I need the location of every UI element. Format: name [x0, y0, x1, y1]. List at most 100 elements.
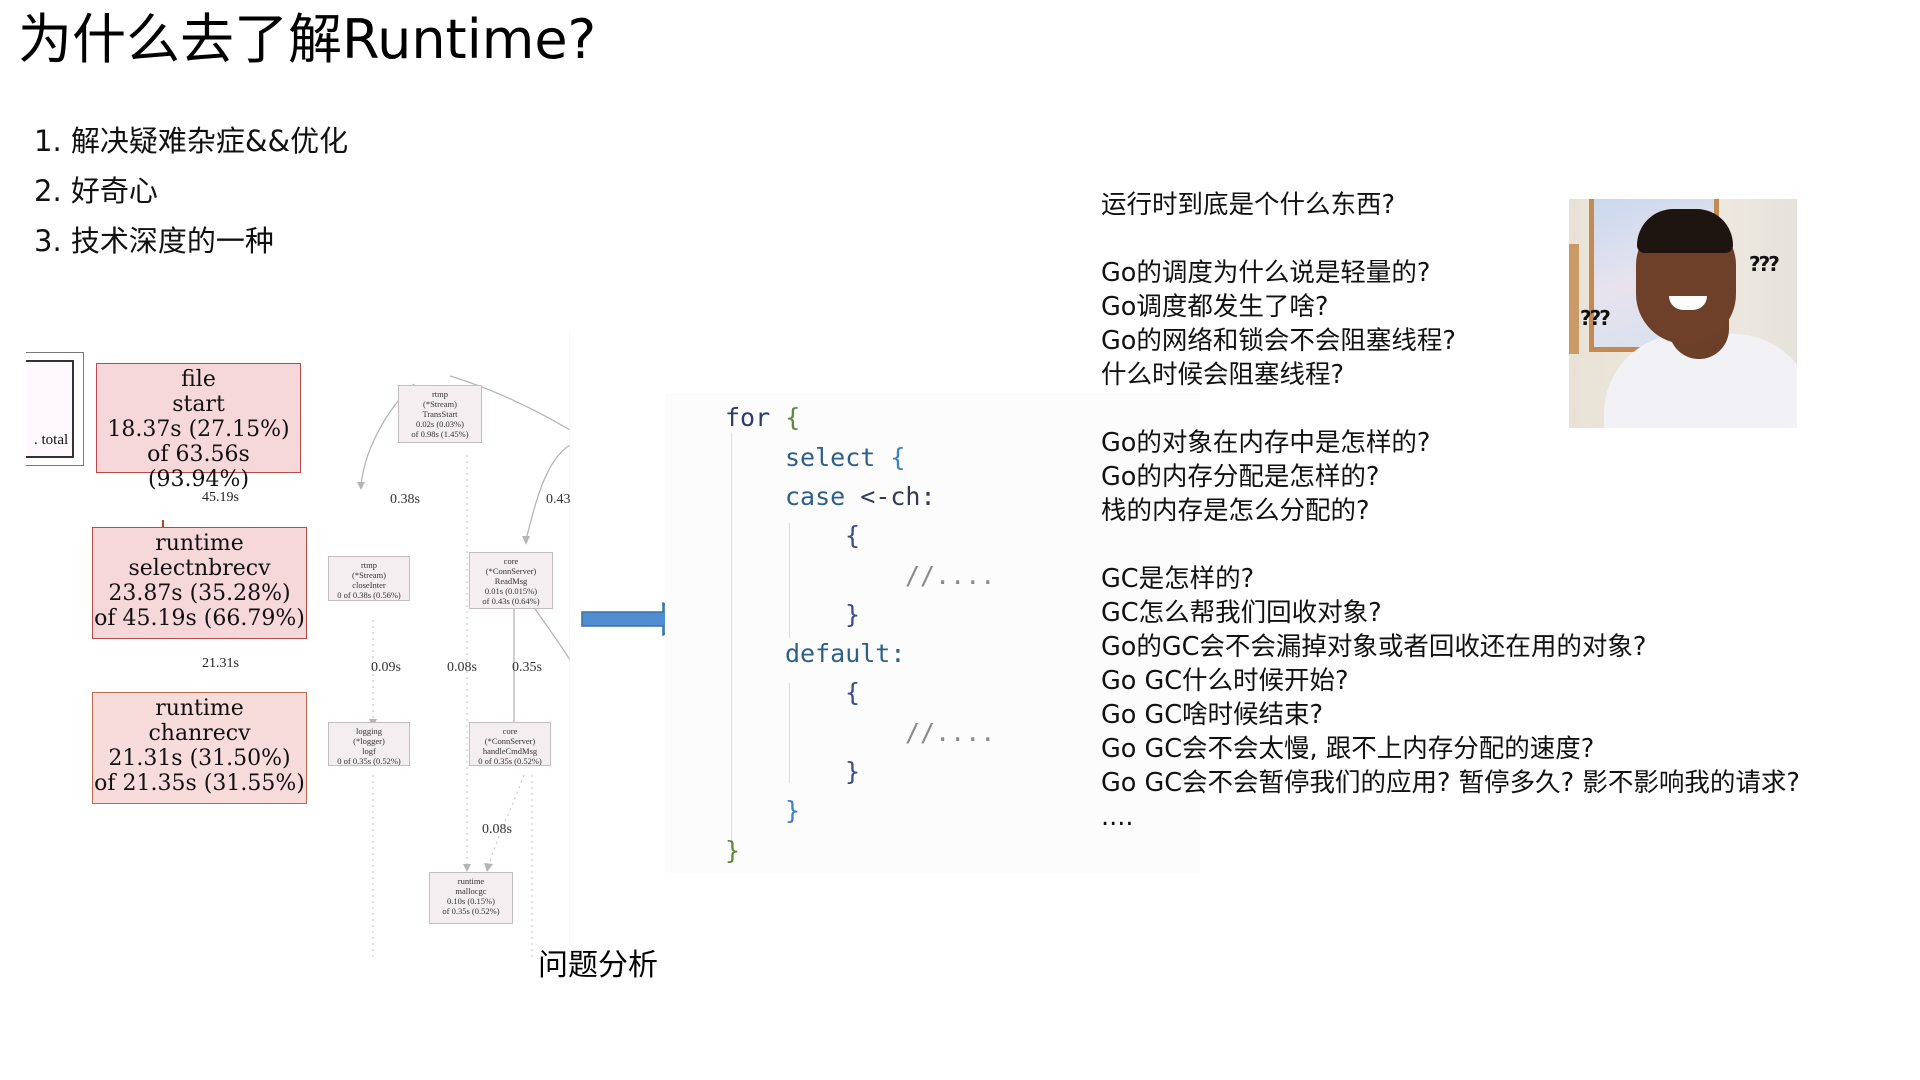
question-item: 运行时到底是个什么东西?: [1101, 190, 1396, 220]
question-item: ....: [1101, 802, 1134, 832]
question-item: Go GC会不会太慢, 跟不上内存分配的速度?: [1101, 734, 1595, 764]
node-flat-time: 21.31s (31.50%): [108, 746, 291, 771]
node-line: of 0.43s (0.64%): [482, 596, 540, 606]
graph-node-file-start: file start 18.37s (27.15%) of 63.56s (93…: [96, 363, 301, 492]
node-line: core: [503, 556, 519, 566]
code-comment: //....: [905, 561, 996, 590]
node-line: 0 of 0.38s (0.56%): [337, 590, 401, 600]
node-line: rtmp: [431, 389, 449, 399]
node-package: runtime: [155, 696, 244, 721]
node-line: 0.01s (0.015%): [484, 586, 538, 596]
node-line: (*logger): [353, 736, 385, 746]
code-brace: }: [845, 600, 861, 629]
question-item: GC是怎样的?: [1101, 564, 1255, 594]
slide-title: 为什么去了解Runtime?: [18, 8, 597, 71]
edge-label: 0.08s: [447, 660, 477, 675]
question-item: Go的网络和锁会不会阻塞线程?: [1101, 326, 1456, 356]
node-line: handleCmdMsg: [482, 746, 538, 756]
code-brace: {: [845, 521, 861, 550]
node-line: 0.02s (0.03%): [416, 419, 464, 429]
edge-label: 0.08s: [482, 822, 512, 837]
question-item: GC怎么帮我们回收对象?: [1101, 598, 1382, 628]
code-brace: {: [785, 403, 801, 432]
node-line: TransStart: [422, 409, 458, 419]
code-comment: //....: [905, 718, 996, 747]
code-line: case <-ch:: [785, 482, 936, 512]
node-line: of 0.98s (1.45%): [411, 429, 469, 439]
node-line: 0 of 0.35s (0.52%): [478, 756, 542, 766]
graph-node-handlecmdmsg: core (*ConnServer) handleCmdMsg 0 of 0.3…: [469, 722, 551, 766]
code-brace: {: [845, 678, 861, 707]
question-marks-icon: ???: [1749, 252, 1780, 276]
indent-guide: [789, 523, 790, 638]
code-brace: }: [785, 796, 801, 825]
edge-label: 0.09s: [371, 660, 401, 675]
graph-node-chanrecv: runtime chanrecv 21.31s (31.50%) of 21.3…: [92, 692, 307, 804]
node-line: 0 of 0.35s (0.52%): [337, 756, 401, 766]
node-function: selectnbrecv: [128, 556, 271, 581]
photo-hair: [1637, 209, 1733, 253]
node-line: (*ConnServer): [485, 566, 537, 576]
node-line: (*Stream): [423, 399, 457, 409]
node-line: of 0.35s (0.52%): [442, 906, 500, 916]
graph-node-selectnbrecv: runtime selectnbrecv 23.87s (35.28%) of …: [92, 527, 307, 639]
code-keyword: default:: [785, 639, 906, 668]
node-function: chanrecv: [148, 721, 251, 746]
node-line: 0.10s (0.15%): [447, 896, 495, 906]
legend-total-label: . total: [34, 432, 69, 448]
reason-item: 1. 解决疑难杂症&&优化: [34, 124, 349, 158]
questions-list: 运行时到底是个什么东西? Go的调度为什么说是轻量的? Go调度都发生了啥? G…: [1101, 188, 1821, 834]
question-marks-icon: ???: [1580, 306, 1611, 330]
node-line: core: [502, 726, 518, 736]
code-brace: }: [845, 757, 861, 786]
legend-inner-box: [26, 360, 74, 458]
graph-node-mallocgc: runtime mallocgc 0.10s (0.15%) of 0.35s …: [429, 872, 513, 924]
code-keyword: case: [785, 482, 846, 511]
question-item: Go的调度为什么说是轻量的?: [1101, 258, 1431, 288]
edge-label: 21.31s: [202, 656, 239, 671]
node-line: (*Stream): [352, 570, 386, 580]
node-line: (*ConnServer): [484, 736, 536, 746]
question-item: Go的对象在内存中是怎样的?: [1101, 428, 1431, 458]
edge-label: 45.19s: [202, 490, 239, 505]
question-item: 什么时候会阻塞线程?: [1101, 360, 1345, 390]
edge-label: 0.35s: [512, 660, 542, 675]
pprof-call-graph: . total file start 18.37s (27.15%) of 63…: [26, 330, 571, 960]
code-brace: {: [890, 443, 906, 472]
node-function: start: [172, 392, 225, 417]
node-package: runtime: [155, 531, 244, 556]
photo-bg-frame: [1569, 244, 1579, 354]
question-item: Go GC会不会暂停我们的应用? 暂停多久? 影不影响我的请求?: [1101, 768, 1800, 798]
graph-node-readmsg: core (*ConnServer) ReadMsg 0.01s (0.015%…: [469, 552, 553, 609]
node-line: logging: [356, 726, 382, 736]
graph-node-logf: logging (*logger) logf 0 of 0.35s (0.52%…: [328, 722, 410, 766]
question-item: Go GC啥时候结束?: [1101, 700, 1324, 730]
indent-guide: [789, 683, 790, 783]
reason-item: 2. 好奇心: [34, 174, 158, 208]
question-spacer: [1101, 528, 1821, 562]
node-cum-time: of 21.35s (31.55%): [94, 771, 305, 796]
reasons-list: 1. 解决疑难杂症&&优化 2. 好奇心 3. 技术深度的一种: [34, 116, 348, 266]
question-item: Go的内存分配是怎样的?: [1101, 462, 1380, 492]
node-flat-time: 23.87s (35.28%): [108, 581, 291, 606]
node-line: mallocgc: [455, 886, 487, 896]
node-line: closeInter: [352, 580, 386, 590]
question-item: Go调度都发生了啥?: [1101, 292, 1329, 322]
node-line: runtime: [457, 876, 485, 886]
code-line: select {: [785, 443, 905, 473]
node-package: file: [181, 367, 216, 392]
graph-caption: 问题分析: [538, 948, 658, 983]
node-line: rtmp: [360, 560, 378, 570]
code-line: for {: [725, 403, 800, 433]
confused-meme-image: ??? ???: [1569, 199, 1797, 428]
question-item: Go GC什么时候开始?: [1101, 666, 1349, 696]
code-keyword: for: [725, 403, 771, 432]
node-line: logf: [362, 746, 376, 756]
graph-node-transstart: rtmp (*Stream) TransStart 0.02s (0.03%) …: [398, 385, 482, 443]
indent-guide: [731, 433, 732, 848]
code-snippet: for { select { case <-ch: { //.... } def…: [665, 393, 1200, 873]
edge-label: 0.43: [546, 492, 571, 507]
question-item: Go的GC会不会漏掉对象或者回收还在用的对象?: [1101, 632, 1647, 662]
code-expression: <-ch:: [860, 482, 936, 511]
legend-outer-box: [26, 352, 84, 466]
